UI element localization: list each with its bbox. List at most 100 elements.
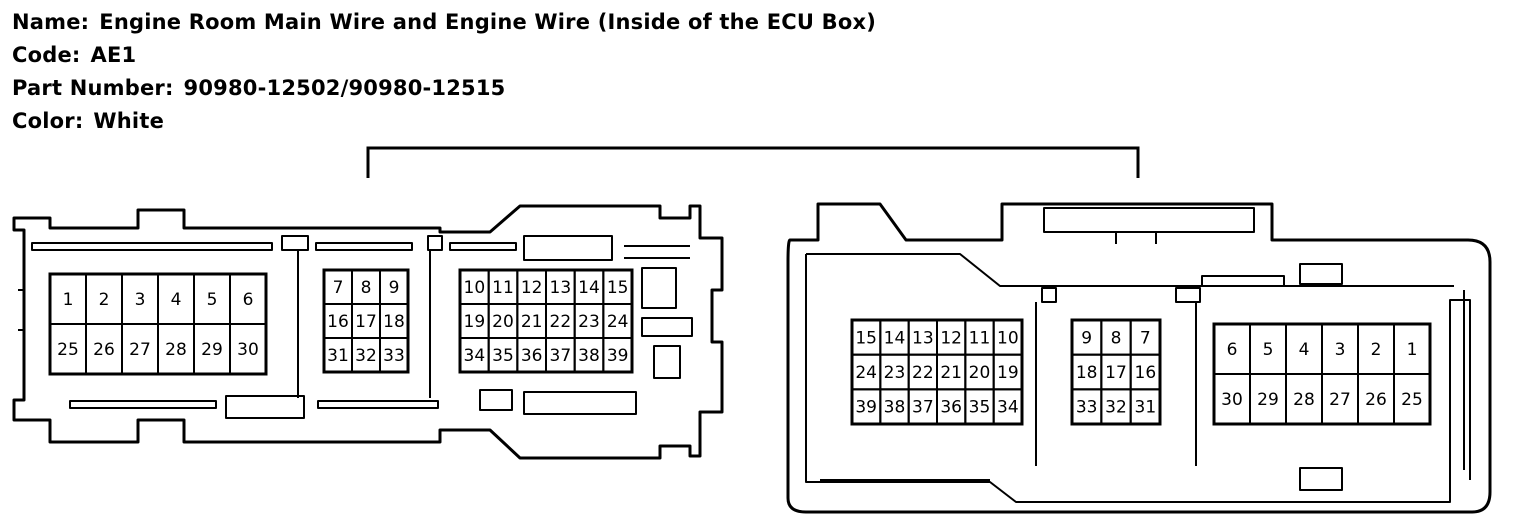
right-inner-outline <box>805 254 1471 503</box>
terminal-pin-number: 19 <box>464 312 486 332</box>
terminal-pin-number: 3 <box>1335 340 1346 360</box>
terminal-pin-number: 16 <box>1135 363 1157 383</box>
left-top-clip-a <box>281 235 309 251</box>
terminal-pin-number: 21 <box>521 312 543 332</box>
terminal-pin-number: 25 <box>1401 390 1423 410</box>
right-bottom-key <box>1299 467 1343 491</box>
terminal-pin-number: 16 <box>327 312 349 332</box>
terminal-pin-number: 26 <box>1365 390 1387 410</box>
terminal-pin-number: 13 <box>550 278 572 298</box>
terminal-pin-number: 30 <box>1221 390 1243 410</box>
terminal-pin-number: 34 <box>997 398 1019 418</box>
terminal-pin-number: 2 <box>99 290 110 310</box>
left-side-tab-b <box>641 317 693 337</box>
terminal-pin-number: 36 <box>521 346 543 366</box>
terminal-pin-number: 12 <box>940 328 962 348</box>
terminal-pin-number: 25 <box>57 340 79 360</box>
terminal-pin-number: 4 <box>171 290 182 310</box>
terminal-pin-number: 15 <box>855 328 877 348</box>
left-connector <box>12 204 724 460</box>
terminal-pin-number: 29 <box>1257 390 1279 410</box>
terminal-pin-number: 10 <box>464 278 486 298</box>
part-number-line: Part Number:90980-12502/90980-12515 <box>12 72 876 105</box>
left-top-latch <box>523 235 613 261</box>
terminal-pin-number: 18 <box>1076 363 1098 383</box>
left-dividers <box>297 250 431 398</box>
terminal-cell <box>992 388 1024 426</box>
color-value: White <box>93 109 165 133</box>
terminal-pin-number: 12 <box>521 278 543 298</box>
terminal-cell <box>379 337 409 373</box>
terminal-pin-number: 5 <box>1263 340 1274 360</box>
terminal-pin-number: 32 <box>355 346 377 366</box>
terminal-pin-number: 21 <box>940 363 962 383</box>
terminal-pin-number: 1 <box>1407 340 1418 360</box>
terminal-cell <box>602 337 633 373</box>
terminal-pin-number: 10 <box>997 328 1019 348</box>
right-dividers <box>1035 302 1197 466</box>
terminal-pin-number: 26 <box>93 340 115 360</box>
terminal-pin-number: 9 <box>389 278 400 298</box>
terminal-pin-number: 3 <box>135 290 146 310</box>
terminal-pin-number: 37 <box>550 346 572 366</box>
code-line: Code: AE1 <box>12 39 876 72</box>
terminal-pin-number: 17 <box>1105 363 1127 383</box>
terminal-cell <box>1393 373 1431 425</box>
terminal-pin-number: 31 <box>1135 398 1157 418</box>
code-label: Code: <box>12 43 81 67</box>
left-bottom-key <box>479 389 513 411</box>
connector-info-header: Name: Engine Room Main Wire and Engine Wi… <box>12 6 876 138</box>
left-bottom-latch <box>523 391 637 415</box>
terminal-pin-number: 7 <box>1140 328 1151 348</box>
terminal-pin-number: 34 <box>464 346 486 366</box>
terminal-pin-number: 24 <box>607 312 629 332</box>
left-side-tab-a <box>641 267 677 309</box>
terminal-pin-number: 22 <box>912 363 934 383</box>
left-rail-bottom <box>69 400 217 409</box>
terminal-pin-number: 35 <box>969 398 991 418</box>
terminal-pin-number: 17 <box>355 312 377 332</box>
color-label: Color: <box>12 109 84 133</box>
terminal-pin-number: 28 <box>165 340 187 360</box>
terminal-pin-number: 23 <box>884 363 906 383</box>
color-line: Color: White <box>12 105 876 138</box>
left-rail-top-mid <box>315 242 413 251</box>
terminal-pin-number: 9 <box>1081 328 1092 348</box>
name-value: Engine Room Main Wire and Engine Wire (I… <box>99 10 877 34</box>
terminal-pin-number: 13 <box>912 328 934 348</box>
pairing-bracket <box>366 146 1140 178</box>
code-value: AE1 <box>90 43 137 67</box>
left-side-ribs <box>624 245 690 259</box>
terminal-pin-number: 15 <box>607 278 629 298</box>
left-connector-outline <box>12 204 724 460</box>
right-clip-b <box>1175 287 1201 303</box>
terminal-pin-number: 39 <box>855 398 877 418</box>
right-inner-top <box>806 253 1454 287</box>
terminal-pin-number: 38 <box>578 346 600 366</box>
terminal-pin-number: 4 <box>1299 340 1310 360</box>
right-connector <box>786 202 1492 514</box>
terminal-pin-number: 1 <box>63 290 74 310</box>
name-label: Name: <box>12 10 90 34</box>
terminal-cell <box>1129 388 1161 426</box>
left-edge-notches <box>18 289 24 331</box>
terminal-pin-number: 39 <box>607 346 629 366</box>
right-top-latch <box>1043 207 1255 233</box>
terminal-cell <box>229 323 267 375</box>
left-top-clip-b <box>427 235 443 251</box>
terminal-pin-number: 36 <box>940 398 962 418</box>
terminal-pin-number: 14 <box>578 278 600 298</box>
terminal-pin-number: 7 <box>333 278 344 298</box>
terminal-pin-number: 11 <box>492 278 514 298</box>
terminal-pin-number: 31 <box>327 346 349 366</box>
terminal-pin-number: 32 <box>1105 398 1127 418</box>
part-number-value: 90980-12502/90980-12515 <box>183 76 506 100</box>
terminal-pin-number: 22 <box>550 312 572 332</box>
terminal-pin-number: 27 <box>129 340 151 360</box>
